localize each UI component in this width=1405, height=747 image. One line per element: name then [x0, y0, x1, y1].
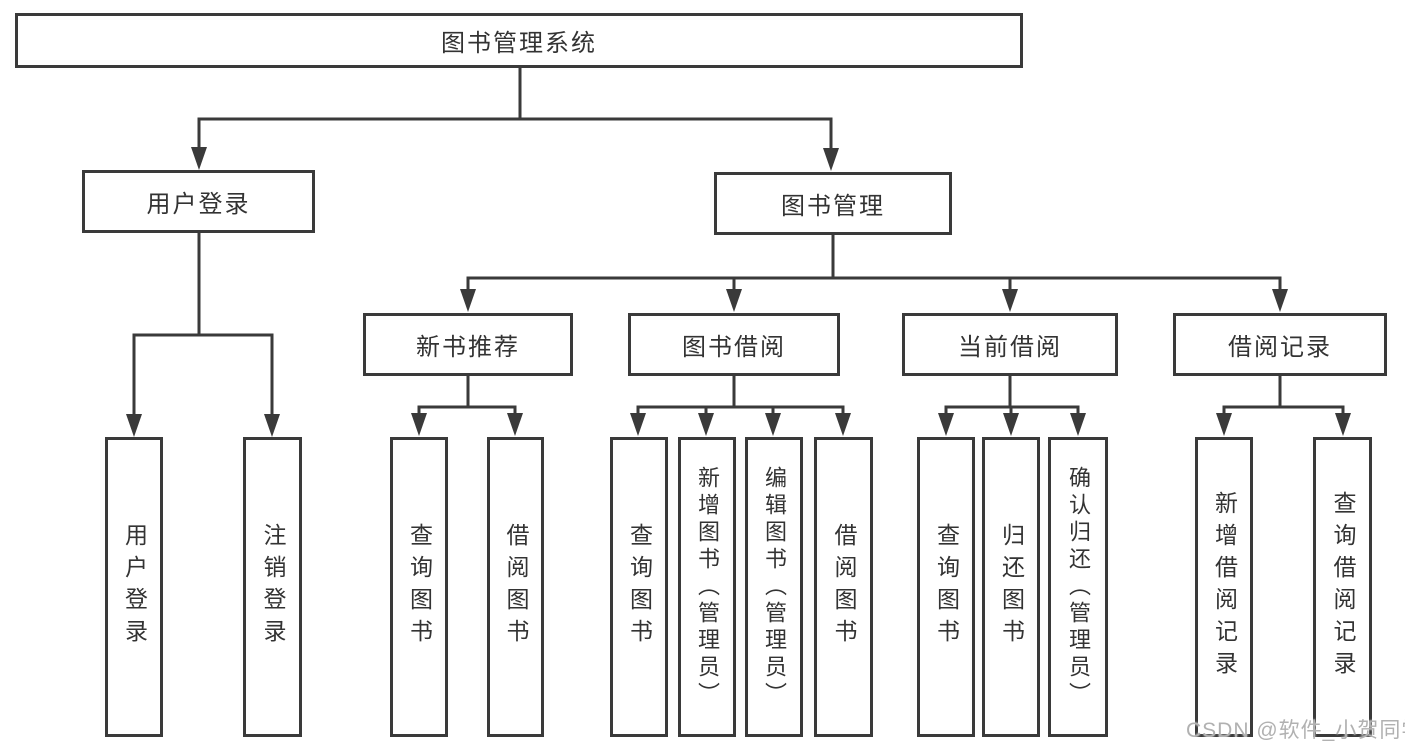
node-current-borrowing: 当前借阅 [902, 313, 1118, 376]
arrowhead-icons [126, 147, 1351, 437]
csdn-watermark: CSDN @软件_小贺同学 [1186, 719, 1405, 742]
node-book-management: 图书管理 [714, 172, 952, 235]
leaf-label: 查询借阅记录 [1330, 491, 1356, 683]
node-label: 图书管理 [781, 193, 885, 220]
leaf-label: 编辑图书（管理员） [762, 465, 787, 709]
node-label: 图书管理系统 [441, 30, 597, 57]
leaf-query-books-borrow: 查询图书 [610, 437, 668, 737]
node-label: 当前借阅 [958, 334, 1062, 361]
node-book-borrowing: 图书借阅 [628, 313, 840, 376]
leaf-label: 用户登录 [121, 523, 148, 651]
leaf-label: 借阅图书 [503, 523, 529, 651]
node-library-management-system: 图书管理系统 [15, 13, 1023, 68]
node-label: 新书推荐 [416, 334, 520, 361]
node-borrowing-records: 借阅记录 [1173, 313, 1387, 376]
leaf-logout: 注销登录 [243, 437, 302, 737]
leaf-return-book: 归还图书 [982, 437, 1040, 737]
node-label: 用户登录 [146, 191, 251, 218]
leaf-user-login: 用户登录 [105, 437, 163, 737]
leaf-edit-book-admin: 编辑图书（管理员） [745, 437, 803, 737]
leaf-add-book-admin: 新增图书（管理员） [678, 437, 736, 737]
node-label: 借阅记录 [1228, 334, 1332, 361]
leaf-borrow-books-recommend: 借阅图书 [487, 437, 544, 737]
leaf-query-books-current: 查询图书 [917, 437, 975, 737]
leaf-label: 借阅图书 [831, 523, 857, 651]
leaf-label: 查询图书 [933, 523, 960, 651]
leaf-add-borrow-record: 新增借阅记录 [1195, 437, 1253, 737]
node-user-login: 用户登录 [82, 170, 315, 233]
leaf-label: 查询图书 [406, 523, 433, 651]
leaf-borrow-books: 借阅图书 [814, 437, 873, 737]
leaf-label: 新增借阅记录 [1211, 491, 1238, 683]
leaf-query-borrow-record: 查询借阅记录 [1313, 437, 1372, 737]
leaf-label: 确认归还（管理员） [1066, 465, 1091, 709]
leaf-query-books-recommend: 查询图书 [390, 437, 448, 737]
node-new-book-recommendation: 新书推荐 [363, 313, 573, 376]
leaf-label: 查询图书 [626, 523, 653, 651]
node-label: 图书借阅 [682, 334, 786, 361]
tree-edges [132, 66, 1345, 421]
leaf-label: 新增图书（管理员） [695, 465, 720, 709]
leaf-label: 归还图书 [998, 523, 1025, 651]
leaf-label: 注销登录 [260, 523, 286, 651]
leaf-confirm-return-admin: 确认归还（管理员） [1048, 437, 1108, 737]
